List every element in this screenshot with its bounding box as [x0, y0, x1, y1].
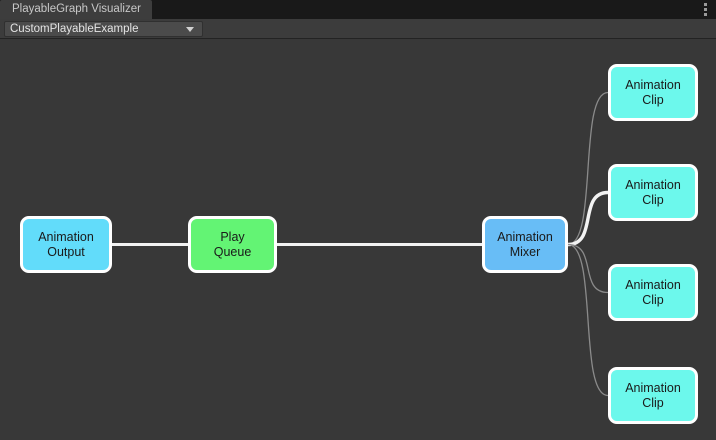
toolbar: CustomPlayableExample	[0, 19, 716, 39]
kebab-dot-1	[703, 3, 707, 6]
tab-label: PlayableGraph Visualizer	[12, 3, 141, 15]
graph-edge-edge-mixer-clip-4	[567, 243, 609, 397]
graph-selector-dropdown[interactable]: CustomPlayableExample	[4, 21, 203, 37]
node-label-line2: Clip	[642, 92, 664, 107]
node-label-line1: Animation	[625, 277, 681, 292]
graph-edge-edge-mixer-clip-1	[567, 91, 609, 246]
node-label-line1: Play	[220, 229, 245, 244]
kebab-menu-icon[interactable]	[703, 3, 707, 16]
node-label-line1: Animation	[625, 177, 681, 192]
node-label-line1: Animation	[497, 229, 553, 244]
kebab-dot-2	[703, 8, 707, 11]
kebab-dot-3	[703, 13, 707, 16]
node-label-line2: Output	[47, 244, 85, 259]
tab-playable-graph-visualizer[interactable]: PlayableGraph Visualizer	[0, 0, 152, 19]
graph-selector-value: CustomPlayableExample	[10, 23, 139, 35]
node-label-line2: Clip	[642, 192, 664, 207]
chevron-down-icon	[186, 26, 194, 32]
node-label-line2: Queue	[213, 244, 252, 259]
tab-bar: PlayableGraph Visualizer	[0, 0, 716, 19]
graph-edge-edge-mixer-clip-3	[567, 243, 609, 294]
node-label-line2: Mixer	[509, 244, 541, 259]
graph-edge-layer	[110, 91, 610, 397]
node-label-line2: Clip	[642, 292, 664, 307]
node-label-line1: Animation	[625, 77, 681, 92]
graph-edge-edge-mixer-clip-2	[566, 190, 610, 247]
node-label-line2: Clip	[642, 395, 664, 410]
node-label-line1: Animation	[625, 380, 681, 395]
node-label-line1: Animation	[38, 229, 94, 244]
